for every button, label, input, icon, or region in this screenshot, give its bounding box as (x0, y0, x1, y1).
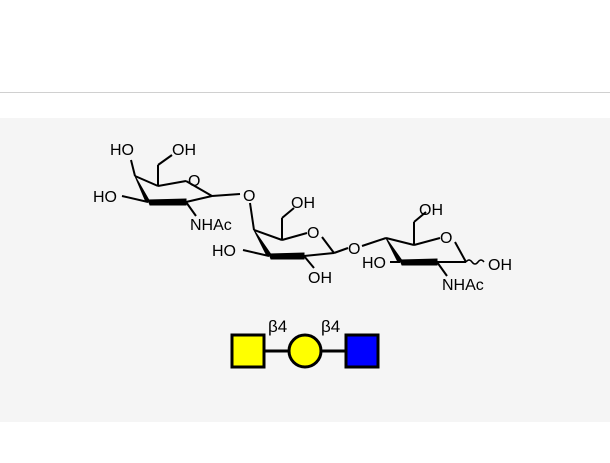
r3-anomeric-oh-label: OH (488, 257, 512, 274)
residue-gal (242, 202, 349, 269)
glcnac-blue-square-icon (344, 333, 380, 369)
header-divider (0, 92, 610, 93)
r3-oh-top-label: OH (419, 202, 443, 219)
r2-oh-top-label: OH (291, 195, 315, 212)
r3-nhac-label: NHAc (442, 277, 484, 294)
linkage-label-2: β4 (321, 317, 340, 336)
link2-oxygen-label: O (348, 241, 360, 258)
residue-galnac (121, 154, 241, 217)
r2-oh-bottom-label: OH (308, 270, 332, 287)
link1-oxygen-label: O (243, 188, 255, 205)
r1-oh-top-label: OH (172, 142, 196, 159)
r1-ring-oxygen-label: O (188, 173, 200, 190)
r3-ring-oxygen-label: O (440, 230, 452, 247)
snfg-glycan-symbols: β4 β4 (230, 317, 380, 369)
gal-yellow-circle-icon (287, 333, 323, 369)
r2-ho-left-label: HO (212, 243, 236, 260)
r3-ho-label: HO (362, 255, 386, 272)
r1-ho-top-label: HO (110, 142, 134, 159)
residue-glcnac (361, 211, 485, 277)
galnac-yellow-square-icon (230, 333, 266, 369)
linkage-label-1: β4 (268, 317, 287, 336)
r1-ho-left-label: HO (93, 189, 117, 206)
r1-nhac-label: NHAc (190, 217, 232, 234)
r2-ring-oxygen-label: O (307, 225, 319, 242)
structure-panel (0, 118, 610, 422)
